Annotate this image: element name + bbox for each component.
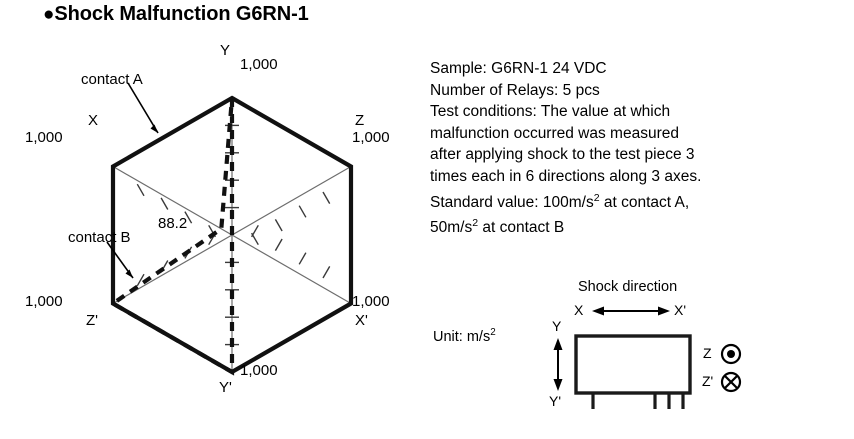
axis-label-x: X <box>88 112 99 129</box>
axis-value-x-prime: 1,000 <box>352 293 390 310</box>
axis-value-x: 1,000 <box>25 129 63 146</box>
standard-value-second-rest: at contact B <box>478 219 565 237</box>
relay-axis-y: Y <box>552 318 562 334</box>
spec-line-sample: Sample: G6RN-1 24 VDC <box>430 60 607 77</box>
page-title: ●Shock Malfunction G6RN-1 <box>43 2 309 27</box>
standard-value-mid: at contact A, <box>599 193 690 211</box>
radar-chart: Y 1,000 Z 1,000 X' 1,000 Y' 1,000 Z' 1,0… <box>0 38 430 438</box>
spec-line-test-conditions-3: after applying shock to the test piece 3 <box>430 146 695 164</box>
axis-label-z-prime: Z' <box>86 312 99 329</box>
radar-chart-svg <box>106 82 354 376</box>
contact-a-leader <box>127 82 159 134</box>
spec-text-block: Sample: G6RN-1 24 VDC Number of Relays: … <box>430 58 850 239</box>
axis-value-z-prime: 1,000 <box>25 293 63 310</box>
unit-sup: 2 <box>490 327 496 338</box>
axis-label-y-prime: Y' <box>219 379 232 396</box>
axis-label-z: Z <box>355 112 365 129</box>
cross-in-circle-icon <box>720 371 742 393</box>
y-axis-arrow <box>553 338 563 391</box>
relay-axis-y-prime: Y' <box>549 393 562 409</box>
contact-b-leader <box>106 241 134 279</box>
axis-label-x-prime: X' <box>355 312 368 329</box>
annotation-contact-a: contact A <box>81 71 143 88</box>
spec-line-test-conditions-2: malfunction occurred was measured <box>430 124 679 142</box>
x-axis-arrow <box>592 306 670 316</box>
spec-line-test-conditions-1: Test conditions: The value at which <box>430 103 671 121</box>
axis-value-y: 1,000 <box>240 56 278 73</box>
annotation-contact-b: contact B <box>68 229 131 246</box>
series-contact-b <box>109 97 235 376</box>
unit-prefix: Unit: m/s <box>433 328 491 345</box>
relay-axis-x-prime: X' <box>674 302 687 318</box>
relay-axis-x: X <box>574 302 584 318</box>
spec-line-standard-value-2: 50m/s2 at contact B <box>430 213 850 239</box>
dot-in-circle-icon <box>720 343 742 365</box>
shock-direction-svg <box>553 306 742 409</box>
relay-axis-z-prime: Z' <box>702 373 714 389</box>
unit-label: Unit: m/s2 <box>433 325 496 345</box>
axis-label-y: Y <box>220 42 231 59</box>
shock-direction-diagram: Unit: m/s2 Shock direction X X' Y Y' Z Z… <box>430 278 854 439</box>
spec-line-relay-count: Number of Relays: 5 pcs <box>430 81 600 99</box>
axis-value-y-prime: 1,000 <box>240 362 278 379</box>
shock-direction-title: Shock direction <box>578 279 678 295</box>
spec-line-test-conditions-4: times each in 6 directions along 3 axes. <box>430 167 702 185</box>
relay-axis-z: Z <box>703 345 712 361</box>
annotation-value-88-2: 88.2 <box>158 215 188 232</box>
standard-value-prefix: Standard value: 100m/s <box>430 193 594 211</box>
relay-pins <box>591 393 685 409</box>
title-text: Shock Malfunction G6RN-1 <box>54 3 309 25</box>
title-bullet-icon: ● <box>43 4 55 25</box>
relay-body <box>574 334 692 395</box>
standard-value-sup: 2 <box>593 191 600 204</box>
spec-line-standard-value-1: Standard value: 100m/s2 at contact A, <box>430 188 850 214</box>
axis-value-z: 1,000 <box>352 129 390 146</box>
standard-value-second-prefix: 50m/s <box>430 219 473 237</box>
standard-value-second-sup: 2 <box>472 217 479 230</box>
